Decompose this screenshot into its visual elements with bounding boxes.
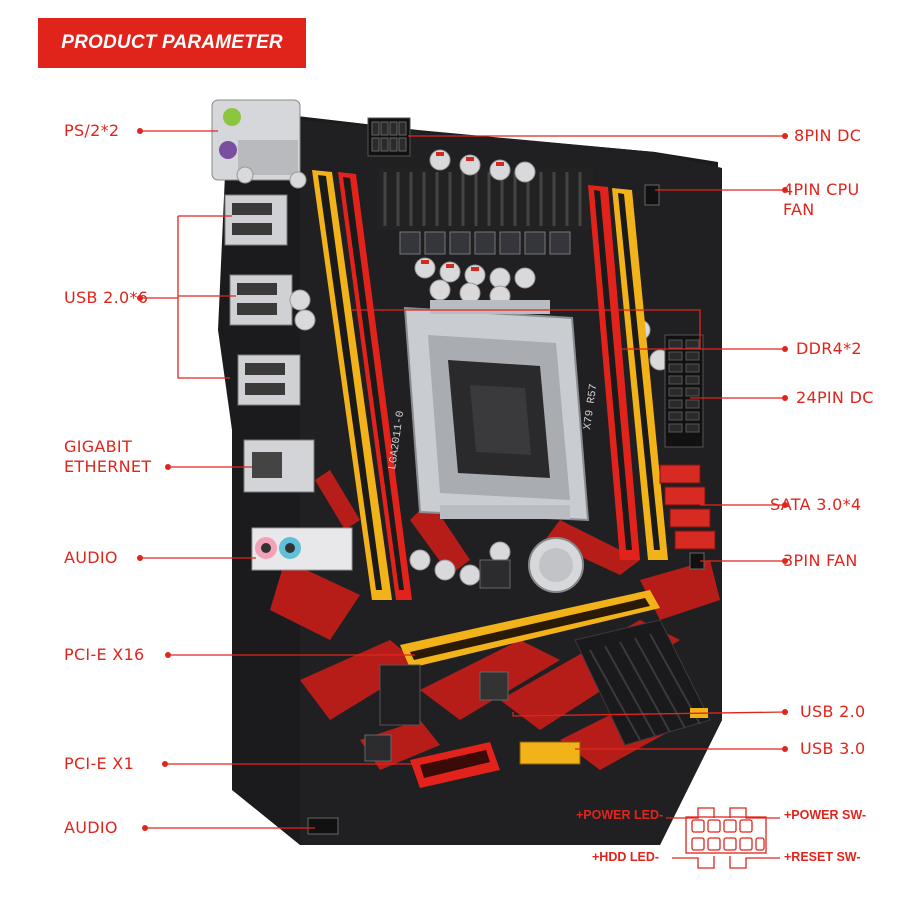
usb-2-stack-3 (237, 354, 301, 406)
4pin-cpu-fan-header (644, 184, 660, 206)
label-ps2: PS/2*2 (64, 121, 120, 140)
label-power-sw: +POWER SW- (784, 808, 867, 822)
label-usb-2: USB 2.0 (800, 702, 866, 721)
usb-2-stack-2 (229, 274, 293, 326)
label-hdd-led: +HDD LED- (592, 850, 660, 864)
usb-2-stack-1 (224, 194, 288, 246)
label-audio-top: AUDIO (64, 548, 118, 567)
label-24pin-dc: 24PIN DC (796, 388, 874, 407)
leader-dots (137, 128, 788, 831)
label-audio-bottom: AUDIO (64, 818, 118, 837)
label-ethernet: ETHERNET (64, 457, 152, 476)
sata-ports (659, 464, 716, 550)
front-panel-diagram (666, 807, 780, 869)
label-power-led: +POWER LED- (576, 808, 664, 822)
pcie-x16-slot (400, 590, 660, 668)
label-sata: SATA 3.0*4 (770, 495, 862, 514)
label-gigabit: GIGABIT (64, 437, 133, 456)
label-8pin-dc: 8PIN DC (794, 126, 862, 145)
pcie-x1-slot (410, 742, 500, 788)
label-pcie-x1: PCI-E X1 (64, 754, 135, 773)
label-4pin-cpu: 4PIN CPU (783, 180, 860, 199)
label-fan: FAN (783, 200, 815, 219)
dimm-slots-right (588, 185, 668, 560)
audio-jacks (251, 527, 353, 571)
label-reset-sw: +RESET SW- (784, 850, 861, 864)
label-usb-2-x6: USB 2.0*6 (64, 288, 149, 307)
usb3-header (519, 741, 581, 765)
product-parameter-banner: PRODUCT PARAMETER (38, 18, 306, 68)
label-pcie-x16: PCI-E X16 (64, 645, 145, 664)
label-ddr4: DDR4*2 (796, 339, 862, 358)
leader-lines (140, 130, 786, 829)
dimm-slots-left (312, 170, 412, 600)
front-audio-header (307, 817, 339, 835)
label-usb-3: USB 3.0 (800, 739, 866, 758)
banner-title: PRODUCT PARAMETER (61, 32, 283, 53)
cpu-socket (403, 300, 590, 522)
label-3pin-fan: 3PIN FAN (783, 551, 858, 570)
vrm-heatsink (378, 168, 593, 230)
